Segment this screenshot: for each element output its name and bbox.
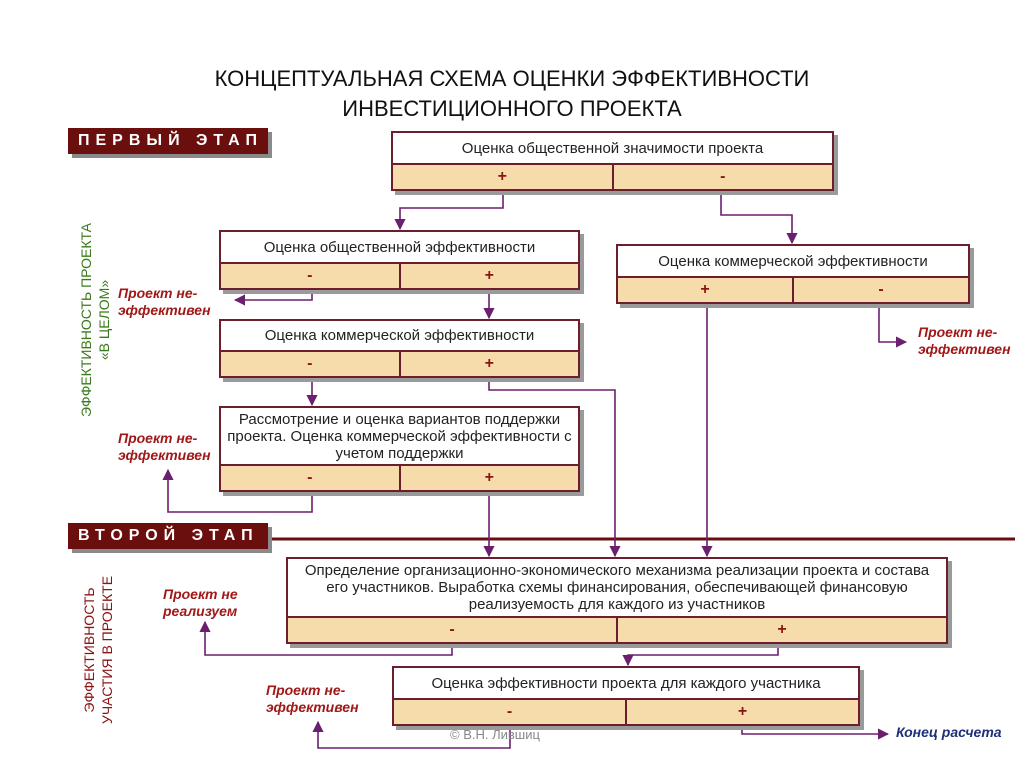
side-label-whole-line-1: ЭФФЕКТИВНОСТЬ ПРОЕКТА — [78, 223, 94, 417]
minus-cell: - — [449, 621, 455, 638]
minus-cell: - — [792, 278, 968, 302]
box-social-significance-text: Оценка общественной значимости проекта — [393, 133, 832, 165]
box-mechanism-text: Определение организационно-экономическог… — [288, 559, 946, 618]
plus-cell: + — [497, 168, 507, 185]
box-commercial-efficiency-left: Оценка коммерческой эффективности - + — [219, 319, 580, 378]
author-credit: © В.Н. Лившиц — [450, 727, 540, 742]
title-line-1: КОНЦЕПТУАЛЬНАЯ СХЕМА ОЦЕНКИ ЭФФЕКТИВНОСТ… — [214, 66, 810, 91]
title-line-2: ИНВЕСТИЦИОННОГО ПРОЕКТА — [342, 96, 682, 121]
box-mechanism: Определение организационно-экономическог… — [286, 557, 948, 644]
minus-cell: - — [506, 703, 513, 720]
plus-cell: + — [398, 352, 579, 376]
note-not-effective-3: Проект не- эффективен — [918, 324, 1011, 357]
box-commercial-efficiency-left-text: Оценка коммерческой эффективности — [221, 321, 578, 352]
box-support-options: Рассмотрение и оценка вариантов поддержк… — [219, 406, 580, 492]
side-label-participation-line-2: УЧАСТИЯ В ПРОЕКТЕ — [99, 575, 115, 725]
minus-cell: - — [307, 469, 313, 486]
plus-cell: + — [625, 700, 858, 724]
box-social-efficiency: Оценка общественной эффективности - + — [219, 230, 580, 290]
box-social-efficiency-text: Оценка общественной эффективности — [221, 232, 578, 264]
side-label-participation-line-1: ЭФФЕКТИВНОСТЬ — [81, 587, 97, 713]
stage-first-label: ПЕРВЫЙ ЭТАП — [68, 128, 268, 154]
page-title: КОНЦЕПТУАЛЬНАЯ СХЕМА ОЦЕНКИ ЭФФЕКТИВНОСТ… — [0, 64, 1024, 124]
minus-cell: - — [611, 165, 833, 189]
note-not-effective-1: Проект не- эффективен — [118, 285, 211, 318]
box-commercial-efficiency-right: Оценка коммерческой эффективности + - — [616, 244, 970, 304]
plus-cell: + — [398, 466, 579, 490]
minus-cell: - — [307, 355, 313, 372]
plus-cell: + — [398, 264, 579, 288]
stage-second-label: ВТОРОЙ ЭТАП — [68, 523, 268, 549]
note-not-effective-4: Проект не- эффективен — [266, 682, 359, 715]
plus-cell: + — [700, 281, 710, 298]
box-social-significance: Оценка общественной значимости проекта +… — [391, 131, 834, 191]
note-not-feasible: Проект не реализуем — [163, 586, 238, 619]
side-label-participation: ЭФФЕКТИВНОСТЬ УЧАСТИЯ В ПРОЕКТЕ — [80, 560, 120, 740]
side-label-whole-project: ЭФФЕКТИВНОСТЬ ПРОЕКТА «В ЦЕЛОМ» — [77, 215, 117, 425]
box-participants: Оценка эффективности проекта для каждого… — [392, 666, 860, 726]
note-not-effective-2: Проект не- эффективен — [118, 430, 211, 463]
minus-cell: - — [307, 267, 313, 284]
note-end-of-calculation: Конец расчета — [896, 724, 1002, 740]
side-label-whole-line-2: «В ЦЕЛОМ» — [96, 279, 112, 361]
plus-cell: + — [616, 618, 946, 642]
box-support-options-text: Рассмотрение и оценка вариантов поддержк… — [221, 408, 578, 466]
box-participants-text: Оценка эффективности проекта для каждого… — [394, 668, 858, 700]
box-commercial-efficiency-right-text: Оценка коммерческой эффективности — [618, 246, 968, 278]
